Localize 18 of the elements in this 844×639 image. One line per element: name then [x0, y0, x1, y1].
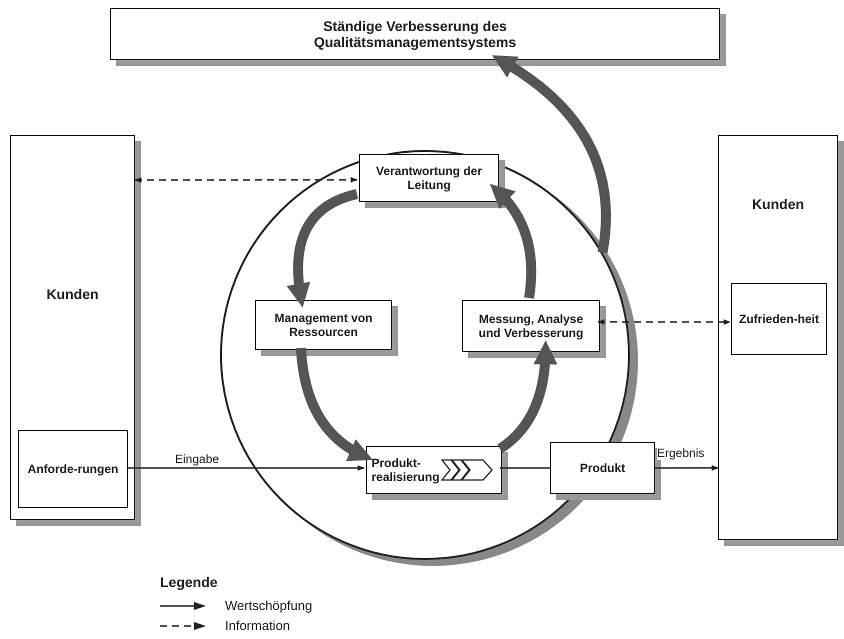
edge-label: Ergebnis — [657, 446, 704, 460]
cycle-arrow — [490, 184, 536, 299]
process-box: Zufrieden-heit — [731, 283, 827, 355]
arrow — [655, 465, 719, 471]
cycle-arrow — [287, 189, 358, 308]
legend-text: Wertschöpfung — [225, 598, 312, 613]
process-box: Anforde-rungen — [18, 430, 128, 508]
legend-text: Information — [225, 618, 290, 633]
arrow — [134, 177, 358, 183]
panel-heading: Kunden — [45, 286, 100, 302]
panel-heading: Kunden — [750, 196, 806, 212]
cycle-arrow — [296, 348, 373, 460]
edge-label: Eingabe — [175, 452, 220, 466]
arrow — [127, 465, 365, 471]
cycle-arrow — [497, 340, 558, 453]
cycle-arrow — [492, 55, 611, 254]
arrow — [597, 319, 731, 325]
legend-heading: Legende — [160, 574, 218, 590]
